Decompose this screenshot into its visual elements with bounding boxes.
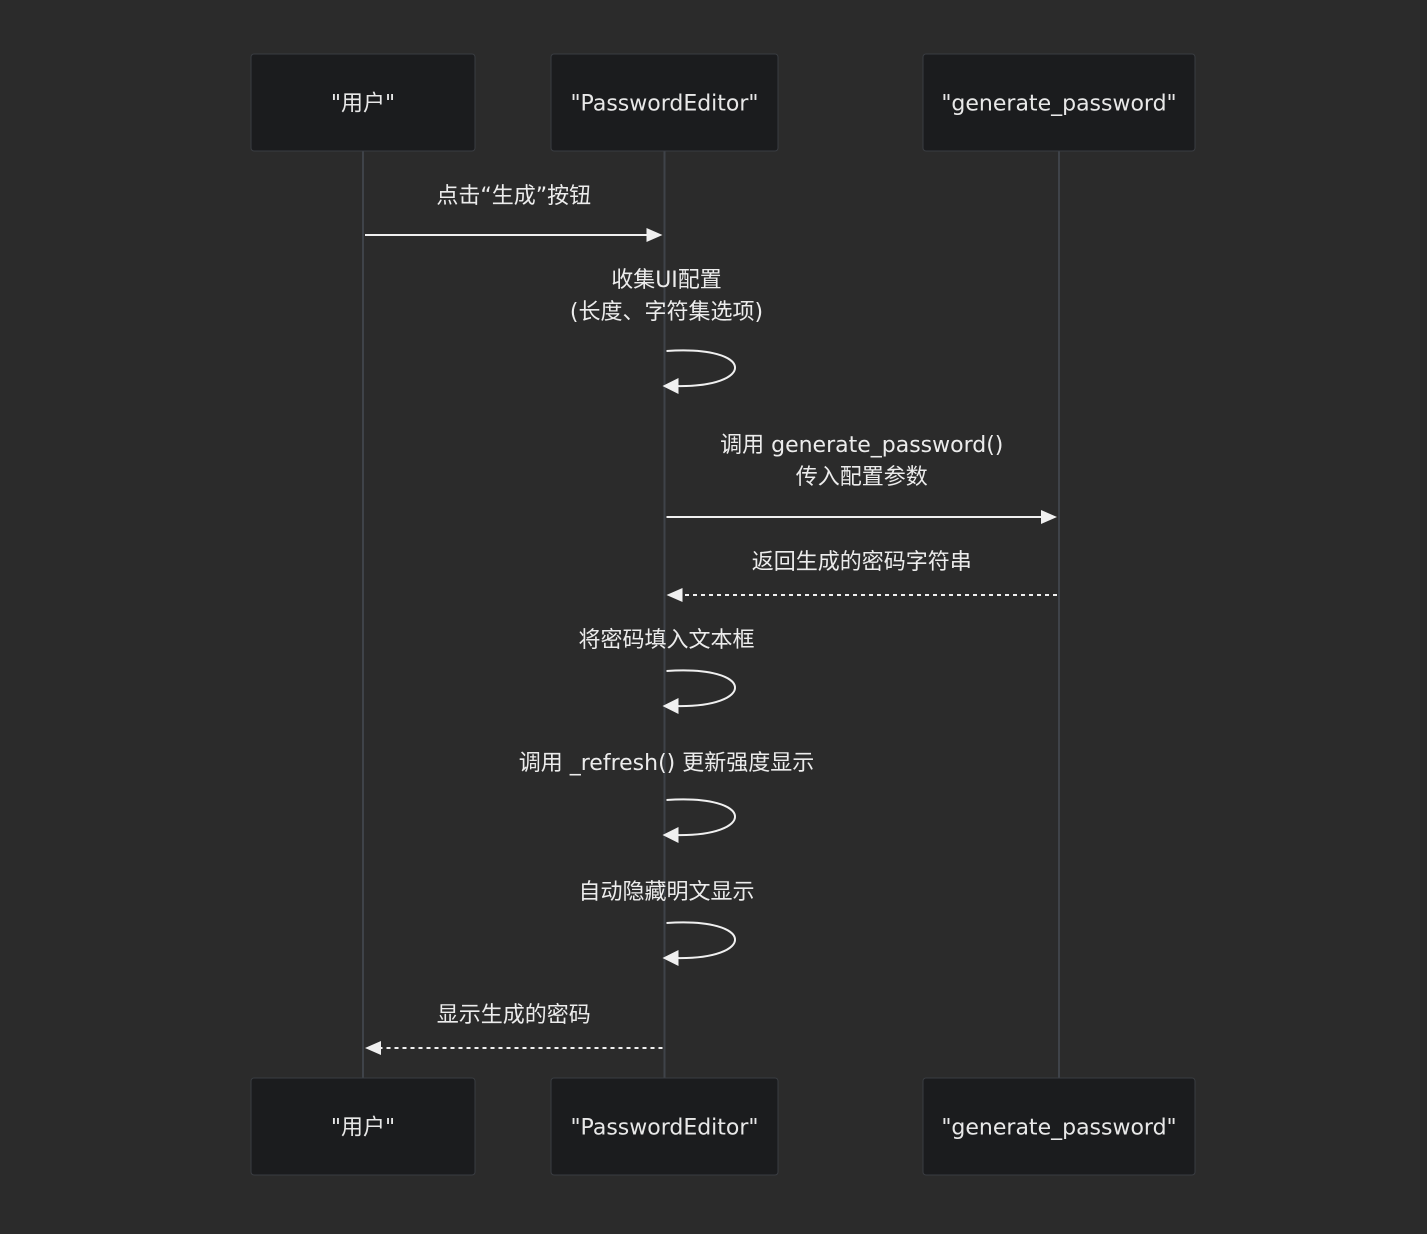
message-label: 将密码填入文本框: [578, 628, 754, 653]
message-label: 调用 _refresh() 更新强度显示: [519, 751, 815, 776]
actor-box: [550, 53, 779, 152]
actor-box: [250, 53, 476, 152]
message-label: 调用 generate_password(): [720, 433, 1003, 458]
actor-gen-bottom: "generate_password": [922, 1077, 1196, 1176]
message-5: 将密码填入文本框: [578, 628, 755, 714]
arrow-head: [662, 827, 679, 843]
self-message-line: [666, 798, 736, 837]
message-label: 点击“生成”按钮: [436, 184, 591, 209]
self-message-line: [666, 669, 736, 708]
message-label: 显示生成的密码: [437, 1003, 591, 1028]
message-1: 点击“生成”按钮: [365, 184, 663, 242]
message-label: 收集UI配置: [611, 268, 722, 293]
actor-label: "generate_password": [941, 1116, 1176, 1141]
message-6: 调用 _refresh() 更新强度显示: [519, 751, 815, 843]
actor-label: "generate_password": [941, 92, 1176, 117]
actor-label: "用户": [331, 1116, 395, 1141]
message-2: 收集UI配置 (长度、字符集选项): [570, 268, 763, 394]
message-label: 传入配置参数: [796, 465, 928, 490]
message-7: 自动隐藏明文显示: [578, 880, 755, 966]
actor-editor-top: "PasswordEditor": [550, 53, 779, 152]
self-message-line: [666, 349, 736, 388]
actor-box: [250, 1077, 476, 1176]
arrow-head: [1041, 510, 1057, 524]
message-3: 调用 generate_password() 传入配置参数: [666, 433, 1057, 524]
arrow-head: [662, 950, 679, 966]
actor-user-bottom: "用户": [250, 1077, 476, 1176]
arrow-head: [365, 1041, 381, 1055]
arrow-head: [662, 698, 679, 714]
message-label: 返回生成的密码字符串: [752, 550, 972, 575]
actor-gen-top: "generate_password": [922, 53, 1196, 152]
message-label: 自动隐藏明文显示: [578, 880, 754, 905]
actor-box: [550, 1077, 779, 1176]
arrow-head: [666, 588, 683, 602]
self-message-line: [666, 921, 736, 960]
lifelines: [362, 151, 1060, 1078]
message-label: (长度、字符集选项): [570, 300, 763, 325]
actor-label: "用户": [331, 92, 395, 117]
actor-label: "PasswordEditor": [570, 1116, 758, 1141]
arrow-head: [662, 378, 679, 394]
message-4: 返回生成的密码字符串: [666, 550, 1057, 602]
actor-box: [922, 53, 1196, 152]
arrow-head: [646, 228, 663, 242]
actors-bottom: "用户" "PasswordEditor" "generate_password": [250, 1077, 1196, 1176]
actor-box: [922, 1077, 1196, 1176]
actors-top: "用户" "PasswordEditor" "generate_password": [250, 53, 1196, 152]
actor-label: "PasswordEditor": [570, 92, 758, 117]
actor-editor-bottom: "PasswordEditor": [550, 1077, 779, 1176]
actor-user-top: "用户": [250, 53, 476, 152]
message-8: 显示生成的密码: [365, 1003, 663, 1055]
